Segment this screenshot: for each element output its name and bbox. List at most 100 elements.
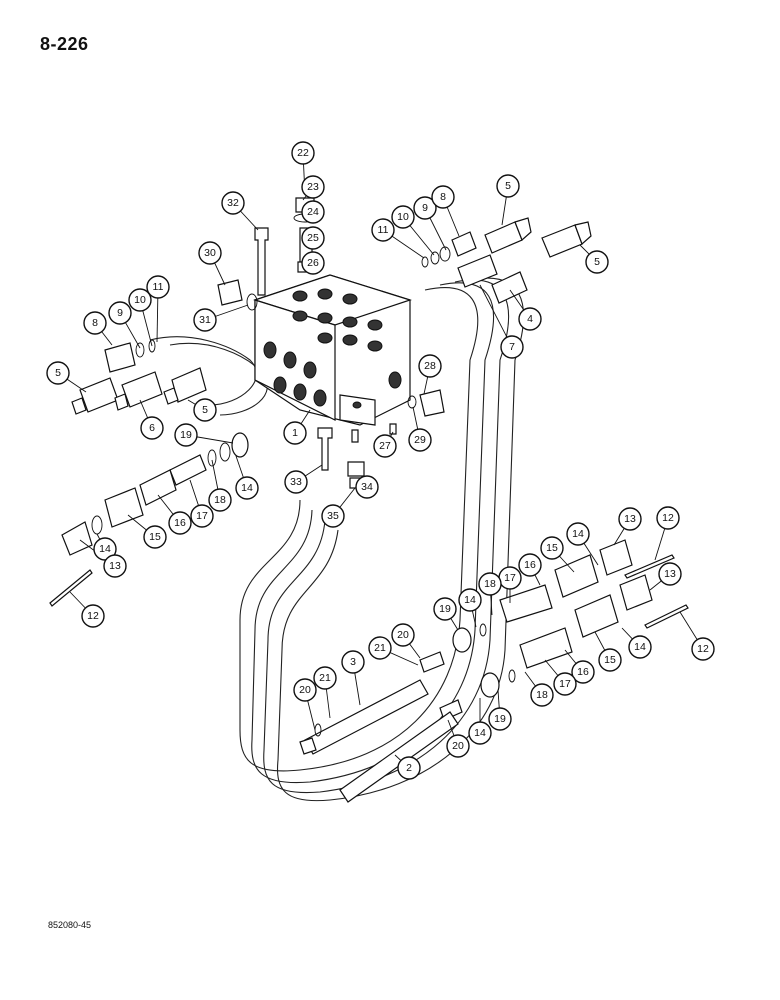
callout-14: 14 xyxy=(235,476,259,500)
callout-9: 9 xyxy=(413,196,437,220)
callout-circle xyxy=(140,416,164,440)
callout-14: 14 xyxy=(628,635,652,659)
callout-19: 19 xyxy=(433,597,457,621)
callout-circle xyxy=(628,635,652,659)
callout-number: 28 xyxy=(424,360,436,372)
callout-number: 26 xyxy=(307,257,319,269)
callout-circle xyxy=(208,488,232,512)
callout-circle xyxy=(413,196,437,220)
callout-number: 25 xyxy=(307,232,319,244)
callout-18: 18 xyxy=(208,488,232,512)
callout-circle xyxy=(103,554,127,578)
side-plug xyxy=(407,389,445,417)
callout-circle xyxy=(174,423,198,447)
callout-29: 29 xyxy=(408,428,432,452)
callout-circle xyxy=(301,175,325,199)
callout-leaders xyxy=(57,152,704,769)
callout-circle xyxy=(585,250,609,274)
callout-5: 5 xyxy=(46,361,70,385)
callout-12: 12 xyxy=(691,637,715,661)
callout-circle xyxy=(431,185,455,209)
callout-11: 11 xyxy=(371,218,395,242)
callout-circle xyxy=(355,475,379,499)
callout-35: 35 xyxy=(321,504,345,528)
callout-12: 12 xyxy=(656,506,680,530)
valve-body xyxy=(253,274,412,426)
callout-3: 3 xyxy=(341,650,365,674)
callout-circle xyxy=(368,636,392,660)
callout-20: 20 xyxy=(391,623,415,647)
callout-circle xyxy=(496,174,520,198)
callout-number: 5 xyxy=(55,367,61,379)
callout-circle xyxy=(518,307,542,331)
callout-10: 10 xyxy=(128,288,152,312)
callout-number: 5 xyxy=(202,404,208,416)
callout-20: 20 xyxy=(293,678,317,702)
callout-circle xyxy=(235,476,259,500)
callout-23: 23 xyxy=(301,175,325,199)
callout-circle xyxy=(391,623,415,647)
callout-6: 6 xyxy=(140,416,164,440)
callout-2: 2 xyxy=(397,756,421,780)
callout-circle xyxy=(530,683,554,707)
callout-26: 26 xyxy=(301,251,325,275)
callout-number: 15 xyxy=(546,542,558,554)
callout-number: 14 xyxy=(99,543,111,555)
callout-30: 30 xyxy=(198,241,222,265)
callout-circle xyxy=(193,308,217,332)
callout-11: 11 xyxy=(146,275,170,299)
callout-circle xyxy=(478,572,502,596)
callout-number: 13 xyxy=(664,568,676,580)
callout-number: 23 xyxy=(307,181,319,193)
callout-number: 17 xyxy=(196,510,208,522)
right-spool-ends xyxy=(419,539,689,721)
callout-circle xyxy=(391,205,415,229)
callout-number: 16 xyxy=(174,517,186,529)
callout-circle xyxy=(321,504,345,528)
callout-number: 10 xyxy=(397,211,409,223)
callout-number: 20 xyxy=(397,629,409,641)
callout-number: 13 xyxy=(624,513,636,525)
callout-8: 8 xyxy=(83,311,107,335)
callout-number: 10 xyxy=(134,294,146,306)
callout-5: 5 xyxy=(496,174,520,198)
callout-5: 5 xyxy=(193,398,217,422)
callout-21: 21 xyxy=(368,636,392,660)
callout-circle xyxy=(301,226,325,250)
callout-28: 28 xyxy=(418,354,442,378)
callout-number: 5 xyxy=(505,180,511,192)
callout-number: 30 xyxy=(204,247,216,259)
callout-number: 9 xyxy=(117,307,123,319)
right-relief-valves xyxy=(421,217,592,304)
callout-19: 19 xyxy=(174,423,198,447)
callout-number: 7 xyxy=(509,341,515,353)
callout-number: 15 xyxy=(604,654,616,666)
callout-circle xyxy=(458,588,482,612)
callout-14: 14 xyxy=(566,522,590,546)
callout-number: 1 xyxy=(292,427,298,439)
callout-number: 8 xyxy=(92,317,98,329)
callout-number: 5 xyxy=(594,256,600,268)
callout-number: 11 xyxy=(378,224,389,236)
callout-circle xyxy=(446,734,470,758)
callout-circle xyxy=(397,756,421,780)
callout-number: 9 xyxy=(422,202,428,214)
callout-circle xyxy=(293,678,317,702)
callout-20: 20 xyxy=(446,734,470,758)
callout-number: 19 xyxy=(180,429,192,441)
callout-15: 15 xyxy=(143,525,167,549)
valve-ports xyxy=(263,288,402,407)
callout-number: 14 xyxy=(572,528,584,540)
callout-circle xyxy=(518,553,542,577)
callout-circle xyxy=(341,650,365,674)
callout-circle xyxy=(408,428,432,452)
callout-number: 3 xyxy=(350,656,356,668)
callout-18: 18 xyxy=(530,683,554,707)
callout-number: 21 xyxy=(319,672,331,684)
callout-number: 34 xyxy=(361,481,373,493)
callout-number: 18 xyxy=(484,578,496,590)
callout-circle xyxy=(143,525,167,549)
callout-circle xyxy=(198,241,222,265)
callout-number: 14 xyxy=(634,641,646,653)
